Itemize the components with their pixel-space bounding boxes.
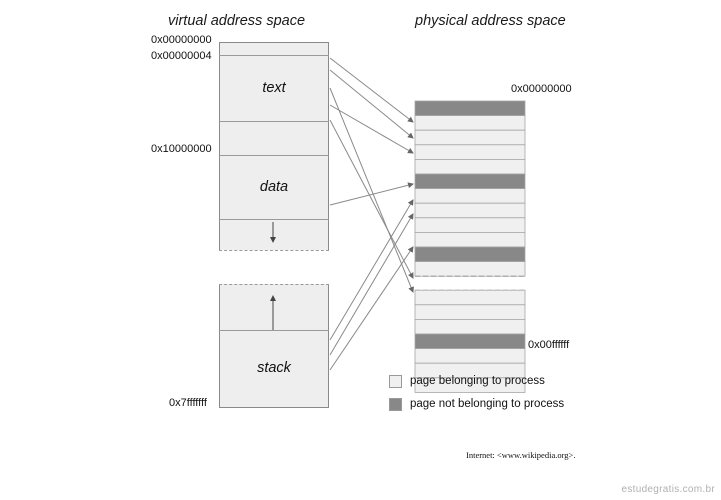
mapping-arrow <box>329 104 414 154</box>
physical-page-belonging <box>414 261 526 277</box>
virtual-address-data-start: 0x10000000 <box>151 143 212 155</box>
physical-page-not-belonging <box>414 173 526 190</box>
physical-address-end: 0x00ffffff <box>528 339 570 351</box>
physical-page-belonging <box>414 217 526 233</box>
mapping-arrow <box>329 246 414 371</box>
virtual-address-second: 0x00000004 <box>151 50 212 62</box>
legend-belonging-swatch <box>389 375 402 388</box>
virtual-dashed-boundary <box>219 284 329 285</box>
physical-address-space-title: physical address space <box>415 13 566 29</box>
physical-page-belonging <box>414 115 526 131</box>
physical-address-start: 0x00000000 <box>511 83 572 95</box>
physical-page-belonging <box>414 377 526 393</box>
physical-page-belonging <box>414 144 526 160</box>
legend-not-belonging-label: page not belonging to process <box>410 398 565 410</box>
physical-address-space <box>414 100 526 393</box>
virtual-divider <box>219 219 329 220</box>
virtual-divider <box>219 121 329 122</box>
virtual-divider <box>219 330 329 331</box>
virtual-divider <box>219 155 329 156</box>
virtual-divider <box>219 55 329 56</box>
physical-page-belonging <box>414 304 526 320</box>
data-segment-label: data <box>259 179 289 195</box>
physical-page-belonging <box>414 188 526 204</box>
source-credit: Internet: <www.wikipedia.org>. <box>466 450 576 460</box>
legend-belonging-label: page belonging to process <box>410 375 545 387</box>
stack-segment-label: stack <box>257 360 291 376</box>
virtual-address-end: 0x7fffffff <box>169 397 207 409</box>
physical-page-belonging <box>414 318 526 335</box>
virtual-lower-block <box>219 284 329 408</box>
mapping-arrow <box>329 69 414 139</box>
text-segment-label: text <box>262 80 286 96</box>
watermark: estudegratis.com.br <box>621 484 715 495</box>
virtual-address-start: 0x00000000 <box>151 34 212 46</box>
physical-page-not-belonging <box>414 333 526 350</box>
mapping-arrow <box>329 213 414 356</box>
physical-page-belonging <box>414 202 526 219</box>
virtual-upper-block <box>219 42 329 250</box>
virtual-address-space-title: virtual address space <box>168 13 306 29</box>
legend-not-belonging-swatch <box>389 398 402 411</box>
physical-page-not-belonging <box>414 100 526 117</box>
virtual-dashed-boundary <box>219 250 329 251</box>
physical-page-belonging <box>414 348 526 364</box>
mapping-arrow <box>329 87 414 293</box>
physical-page-not-belonging <box>414 246 526 263</box>
physical-page-belonging <box>414 129 526 146</box>
mapping-arrow <box>329 182 414 206</box>
mapping-arrow <box>329 119 414 279</box>
physical-page-belonging <box>414 231 526 248</box>
physical-page-belonging <box>414 289 526 306</box>
mapping-arrow <box>329 199 414 341</box>
mapping-arrow <box>329 57 414 123</box>
physical-page-belonging <box>414 158 526 175</box>
